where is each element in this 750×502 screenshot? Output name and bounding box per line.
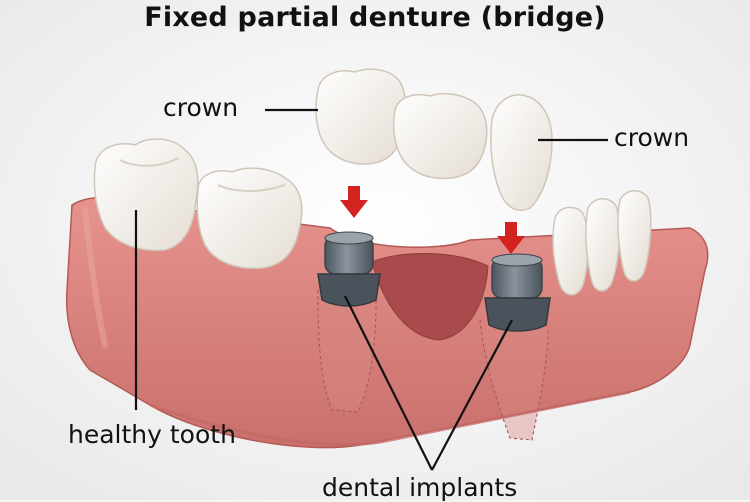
label-dental-implants: dental implants (322, 473, 518, 502)
implant-root-left (317, 289, 377, 413)
label-healthy-tooth: healthy tooth (68, 420, 236, 449)
label-crown-left: crown (163, 93, 239, 122)
bridge-crowns (315, 68, 553, 212)
bridge-crown-left (315, 68, 406, 165)
healthy-tooth-left (93, 138, 199, 252)
leader-line-implant-right (431, 319, 513, 471)
leader-lines (134, 108, 608, 471)
label-crown-right: crown (614, 123, 690, 152)
implant-left (317, 231, 381, 307)
bridge-crown-right (490, 94, 553, 212)
bridge-crown-middle (393, 92, 488, 180)
leader-line-implant-left (344, 295, 433, 471)
arrow-down-icon (497, 222, 525, 254)
healthy-tooth-middle (196, 167, 303, 270)
page-title: Fixed partial denture (bridge) (144, 2, 606, 33)
gum-socket (371, 253, 489, 341)
arrow-down-icon (340, 186, 368, 218)
implant-right (484, 253, 551, 332)
front-teeth-right (552, 190, 652, 296)
